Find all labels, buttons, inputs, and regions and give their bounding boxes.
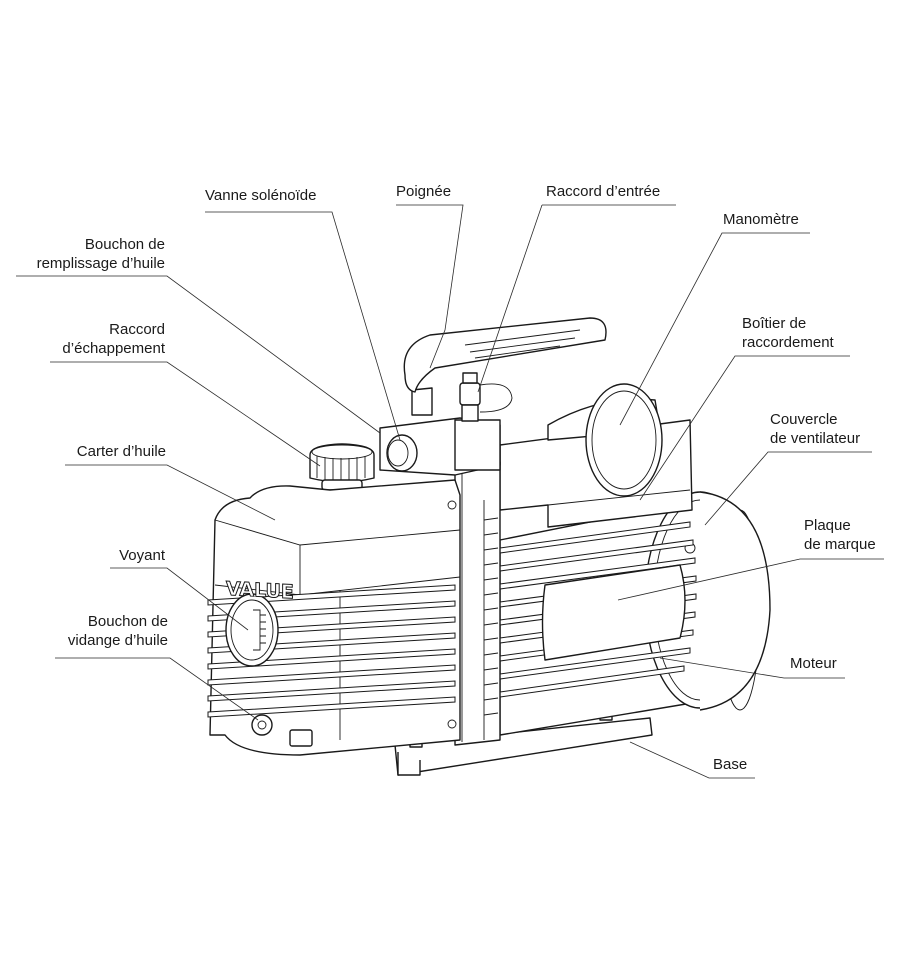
inlet-fitting [459, 372, 513, 422]
solenoid-block [379, 417, 501, 476]
solenoid-knob [386, 434, 418, 472]
drain-plug [251, 714, 273, 736]
label-line: Poignée [396, 183, 452, 200]
label-line: Base [713, 756, 748, 773]
label-bouchon-vidange: Bouchon de vidange d’huile [68, 612, 168, 650]
label-line: Couvercle [770, 411, 838, 428]
label-line: Raccord d’entrée [546, 183, 661, 200]
oil-case-fins [207, 584, 456, 718]
pressure-gauge [585, 383, 663, 497]
nameplate [541, 564, 686, 661]
label-raccord-echappement: Raccord d’échappement [62, 320, 165, 358]
label-carter-huile: Carter d’huile [77, 442, 166, 461]
center-frame [454, 461, 501, 746]
label-line: Raccord [109, 321, 165, 338]
label-poignee: Poignée [396, 182, 451, 201]
label-boitier-raccordement: Boîtier de raccordement [742, 314, 834, 352]
label-moteur: Moteur [790, 654, 837, 673]
label-line: remplissage d’huile [36, 255, 165, 272]
label-raccord-entree: Raccord d’entrée [546, 182, 660, 201]
brand-logo: VALUE [226, 578, 294, 604]
label-line: Moteur [790, 655, 837, 672]
motor-body [499, 491, 771, 736]
label-voyant: Voyant [119, 546, 165, 565]
label-couvercle-ventilateur: Couvercle de ventilateur [770, 410, 860, 448]
handle [403, 317, 607, 416]
label-line: de marque [804, 536, 876, 553]
label-line: Plaque [804, 517, 851, 534]
label-line: Manomètre [723, 211, 799, 228]
label-line: raccordement [742, 334, 834, 351]
label-line: d’échappement [62, 340, 165, 357]
junction-box [499, 383, 693, 528]
label-vanne-solenoide: Vanne solénoïde [205, 186, 316, 205]
label-line: Bouchon de [87, 613, 168, 630]
label-base: Base [713, 755, 747, 774]
label-plaque-marque: Plaque de marque [804, 516, 876, 554]
label-line: Bouchon de [84, 236, 165, 253]
label-line: Boîtier de [742, 315, 807, 332]
label-line: vidange d’huile [67, 632, 168, 649]
label-line: Vanne solénoïde [205, 187, 317, 204]
label-bouchon-remplissage: Bouchon de remplissage d’huile [37, 235, 165, 273]
label-manometre: Manomètre [723, 210, 799, 229]
label-line: de ventilateur [770, 430, 861, 447]
label-line: Voyant [119, 547, 165, 564]
leader-lines [16, 204, 884, 779]
sight-glass [225, 593, 279, 667]
oil-fill-cap [309, 443, 375, 491]
oil-case: VALUE [207, 479, 461, 756]
label-line: Carter d’huile [76, 443, 166, 460]
